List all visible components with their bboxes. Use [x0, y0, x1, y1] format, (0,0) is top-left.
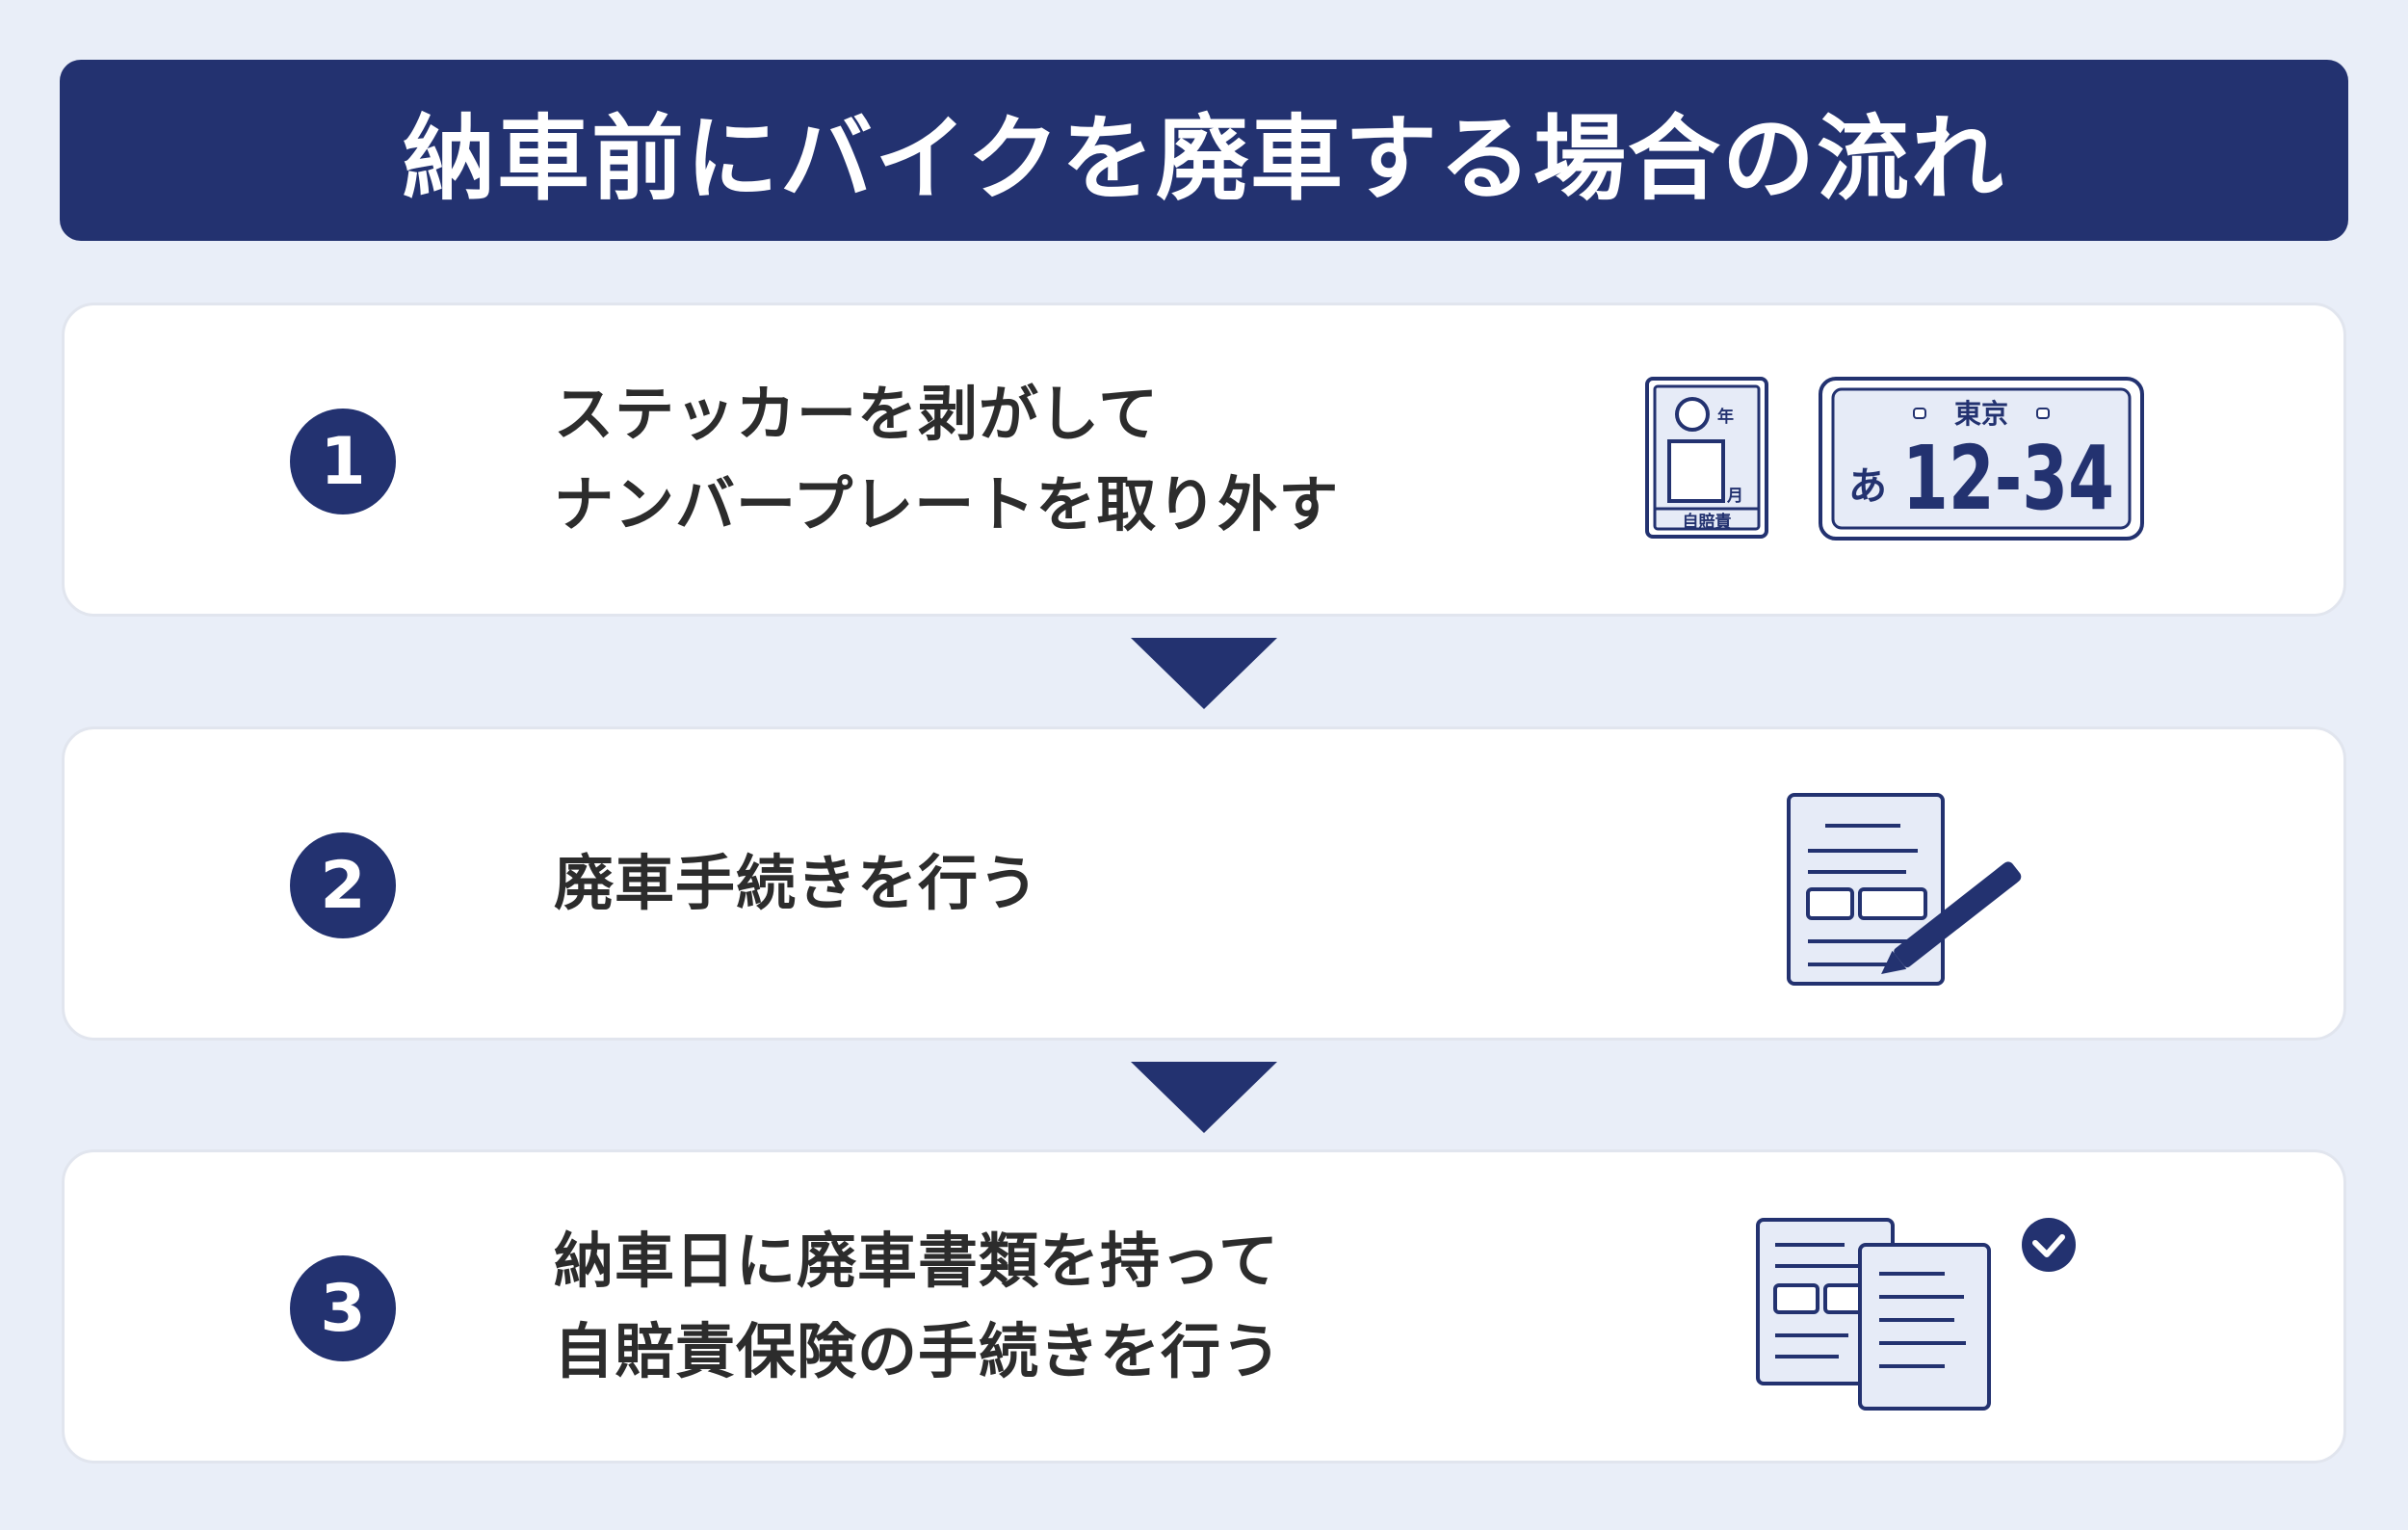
step-card-1: 1 ステッカーを剥がして ナンバープレートを取り外す 年 月 自賠責 東京 あ …	[62, 303, 2346, 617]
triangle-down-icon	[1131, 1062, 1277, 1133]
step-3-line-2: 自賠責保険の手続きを行う	[554, 1316, 1283, 1386]
license-plate-icon: 東京 あ 12-34	[1819, 377, 2144, 541]
document-pen-icon	[1787, 793, 2022, 986]
plate-number: 12-34	[1902, 427, 2114, 530]
plate-kana: あ	[1848, 464, 1887, 509]
page-title: 納車前にバイクを廃車する場合の流れ	[402, 104, 2006, 213]
documents-check-icon	[1756, 1218, 2076, 1411]
step-1-line-2: ナンバープレートを取り外す	[554, 469, 1340, 540]
sticker-year-label: 年	[1717, 407, 1734, 427]
triangle-down-icon	[1131, 638, 1277, 709]
sticker-month-label: 月	[1726, 487, 1743, 506]
step-card-2: 2 廃車手続きを行う	[62, 726, 2346, 1041]
step-text-1: ステッカーを剥がして ナンバープレートを取り外す	[554, 305, 1339, 614]
step-card-3: 3 納車日に廃車書類を持って 自賠責保険の手続きを行う	[62, 1149, 2346, 1464]
step-2-line-1: 廃車手続きを行う	[554, 848, 1040, 918]
step-number-1: 1	[290, 409, 396, 514]
step-text-3: 納車日に廃車書類を持って 自賠責保険の手続きを行う	[554, 1152, 1282, 1461]
step-number-2: 2	[290, 832, 396, 938]
step-1-line-1: ステッカーを剥がして	[554, 379, 1160, 449]
step-3-line-1: 納車日に廃車書類を持って	[554, 1226, 1279, 1296]
sticker-caption: 自賠責	[1683, 512, 1732, 532]
page-header: 納車前にバイクを廃車する場合の流れ	[60, 60, 2348, 241]
step-number-3: 3	[290, 1255, 396, 1361]
plate-region: 東京	[1954, 398, 2008, 430]
insurance-sticker-icon: 年 月 自賠責	[1645, 377, 1768, 539]
step-text-2: 廃車手続きを行う	[554, 729, 1039, 1038]
